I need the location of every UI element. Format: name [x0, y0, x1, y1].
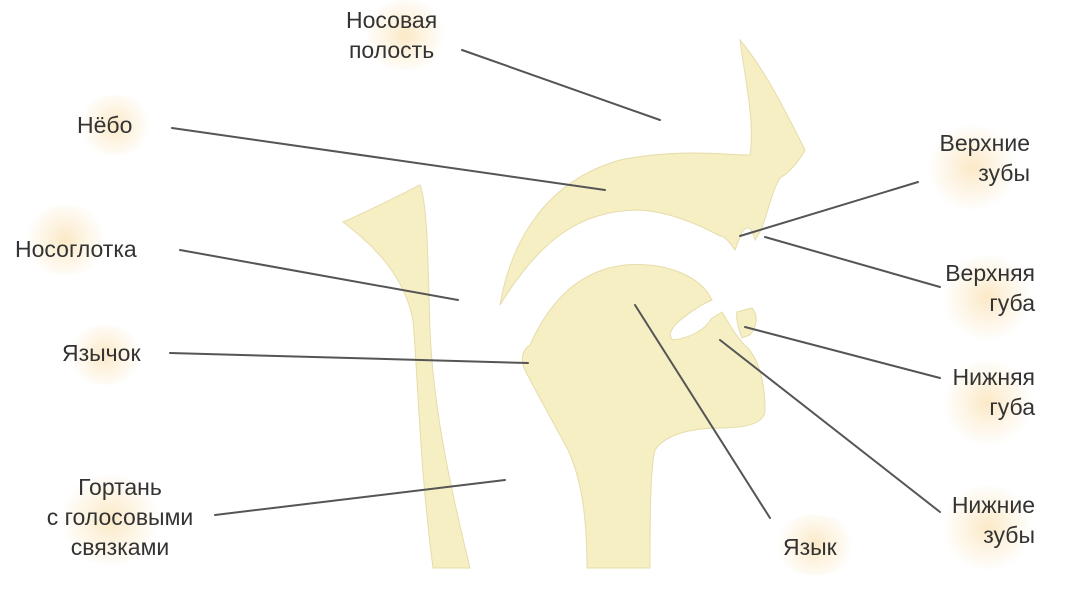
label-lower-teeth-line-2: зубы [925, 520, 1035, 550]
label-upper-lip-line-2: губа [925, 288, 1035, 318]
leader-larynx [215, 480, 505, 515]
leader-uvula [170, 353, 528, 363]
label-nasopharynx: Носоглотка [15, 234, 137, 264]
label-lower-lip: Нижняя губа [925, 362, 1035, 422]
label-larynx: Гортань с голосовыми связками [30, 472, 210, 562]
label-nasal-cavity: Носовая полость [346, 5, 437, 65]
tongue-jaw-shape [522, 265, 765, 568]
label-lower-teeth-line-1: Нижние [925, 490, 1035, 520]
leader-nasal-cavity [462, 50, 660, 120]
label-upper-lip-line-1: Верхняя [925, 258, 1035, 288]
leader-lower-teeth [720, 340, 940, 512]
label-upper-teeth-line-1: Верхние [920, 128, 1030, 158]
label-tongue: Язык [783, 532, 837, 562]
label-lower-lip-line-1: Нижняя [925, 362, 1035, 392]
label-upper-lip: Верхняя губа [925, 258, 1035, 318]
label-larynx-line-3: связками [30, 532, 210, 562]
leader-lower-lip [745, 327, 940, 378]
label-larynx-line-2: с голосовыми [30, 502, 210, 532]
label-nasal-cavity-line-2: полость [346, 35, 437, 65]
leader-palate [172, 128, 605, 190]
label-lower-lip-line-2: губа [925, 392, 1035, 422]
label-lower-teeth: Нижние зубы [925, 490, 1035, 550]
label-larynx-line-1: Гортань [30, 472, 210, 502]
leader-upper-lip [765, 237, 940, 287]
tissue-shapes [343, 40, 805, 568]
label-palate: Нёбо [77, 110, 132, 140]
pharynx-wall-shape [343, 185, 470, 568]
lower-lip-shape [737, 308, 757, 338]
label-upper-teeth-line-2: зубы [920, 158, 1030, 188]
label-uvula: Язычок [62, 338, 141, 368]
label-nasal-cavity-line-1: Носовая [346, 5, 437, 35]
leader-lines [170, 50, 940, 518]
label-upper-teeth: Верхние зубы [920, 128, 1030, 188]
